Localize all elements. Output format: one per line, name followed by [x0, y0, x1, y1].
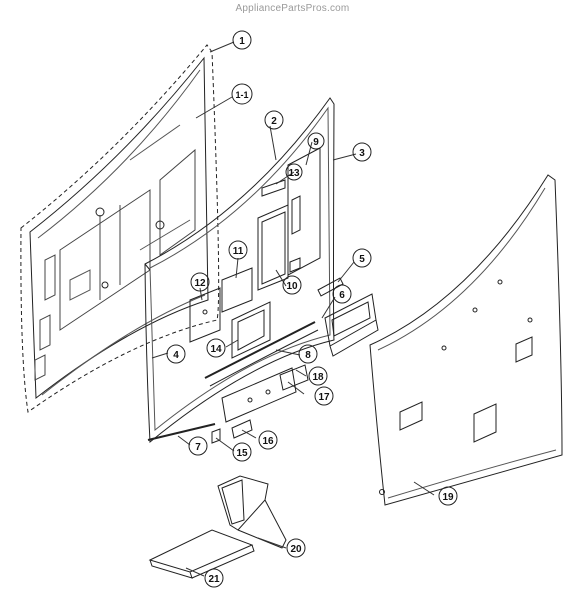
cable-part-7 [147, 423, 216, 441]
callout-circles [166, 30, 458, 588]
callout-circle-14 [206, 338, 226, 358]
callout-circle-9 [307, 132, 325, 150]
callout-circle-3 [352, 142, 372, 162]
callout-circle-8 [298, 344, 318, 364]
callout-label-3: 3 [359, 148, 365, 159]
callout-label-5: 5 [359, 254, 365, 265]
callout-label-14: 14 [210, 344, 222, 355]
callout-label-2: 2 [271, 116, 277, 127]
callout-label-7: 7 [195, 442, 201, 453]
callout-label-15: 15 [236, 448, 248, 459]
rear-cover-part-19 [369, 174, 563, 506]
callout-circle-10 [282, 275, 302, 295]
callout-label-6: 6 [339, 290, 345, 301]
callout-circle-1 [232, 30, 252, 50]
callout-circle-6 [332, 284, 352, 304]
stand-neck-part-20 [217, 475, 287, 549]
speaker-part-6 [324, 293, 379, 357]
callout-circle-17 [314, 386, 334, 406]
board-part-17 [221, 367, 297, 423]
callout-label-9: 9 [313, 137, 319, 148]
callout-circle-12 [190, 272, 210, 292]
callout-circle-2 [264, 110, 284, 130]
leader-lines [151, 41, 435, 577]
chassis-frame-part-3 [144, 97, 335, 444]
callout-label-4: 4 [173, 350, 179, 361]
callout-label-13: 13 [288, 168, 300, 179]
callout-circle-4 [166, 344, 186, 364]
callout-circle-5 [352, 248, 372, 268]
callout-circle-21 [204, 568, 224, 588]
board-part-10 [257, 204, 289, 291]
callout-label-11: 11 [233, 246, 244, 257]
callout-label-16: 16 [262, 436, 274, 447]
board-part-11 [221, 267, 253, 313]
callout-label-18: 18 [312, 372, 324, 383]
callout-label-1: 1 [239, 36, 245, 47]
bracket-part-5 [317, 277, 344, 297]
plate-part-18 [279, 364, 309, 391]
stand-base-part-21 [148, 529, 255, 579]
clip-part-15 [211, 428, 221, 444]
watermark: AppliancePartsPros.com [235, 3, 350, 14]
board-part-12 [189, 287, 221, 343]
bracket-part-16 [231, 419, 253, 439]
callout-circle-11 [228, 240, 248, 260]
callout-label-20: 20 [290, 544, 302, 555]
callout-label-12: 12 [194, 278, 206, 289]
callout-label-17: 17 [318, 392, 330, 403]
callout-labels: 1 1-1 2 3 4 5 6 7 8 9 10 11 12 13 14 15 … [173, 36, 454, 585]
callout-circle-13 [285, 163, 303, 181]
callout-circle-7 [188, 436, 208, 456]
front-panel-part-1 [20, 44, 220, 413]
callout-circle-16 [258, 430, 278, 450]
callout-label-1-1: 1-1 [235, 90, 248, 100]
callout-label-21: 21 [208, 574, 220, 585]
strip-part-8 [204, 321, 319, 387]
callout-circle-1-1 [231, 83, 253, 105]
callout-circle-20 [286, 538, 306, 558]
callout-label-19: 19 [442, 492, 454, 503]
callout-circle-15 [232, 442, 252, 462]
callout-circle-18 [308, 366, 328, 386]
callout-label-8: 8 [305, 350, 311, 361]
board-part-14 [231, 301, 271, 359]
callout-label-10: 10 [286, 281, 298, 292]
callout-circle-19 [438, 486, 458, 506]
